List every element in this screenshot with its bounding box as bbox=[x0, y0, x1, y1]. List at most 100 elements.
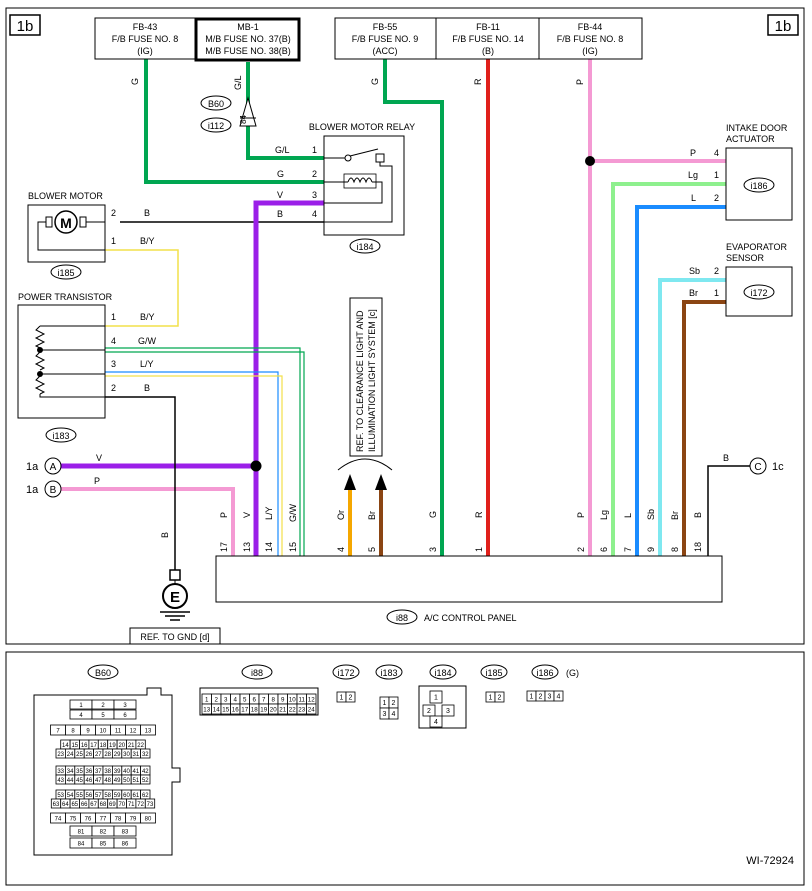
legend-ref-i185 bbox=[480, 664, 508, 680]
svg-text:7: 7 bbox=[623, 547, 633, 552]
i88-pin-14-label: 14 bbox=[213, 707, 220, 714]
i88-pin-17-label: 17 bbox=[241, 707, 248, 714]
svg-text:i186: i186 bbox=[750, 181, 767, 191]
b60-pin-27-label: 27 bbox=[95, 752, 102, 758]
svg-text:FB-43: FB-43 bbox=[133, 22, 158, 32]
connector-ref-i186 bbox=[743, 177, 775, 193]
i88-pin-24 bbox=[306, 703, 317, 715]
panel-wire-labels: P V L/Y G/W Or Br G R P Lg L Sb Br B bbox=[219, 503, 703, 522]
b60-pin-80-label: 80 bbox=[145, 817, 152, 823]
ref-clearance-2: ILLUMINATION LIGHT SYSTEM [c] bbox=[367, 309, 377, 452]
svg-text:1: 1 bbox=[312, 145, 317, 155]
b60-pin-20-label: 20 bbox=[118, 743, 125, 749]
b60-pin-3-label: 3 bbox=[123, 703, 127, 709]
svg-text:Lg: Lg bbox=[688, 170, 698, 180]
b60-pin-25-label: 25 bbox=[76, 752, 83, 758]
svg-text:8: 8 bbox=[670, 547, 680, 552]
b60-pin-6 bbox=[113, 709, 137, 720]
svg-text:1: 1 bbox=[714, 170, 719, 180]
b60-pin-12-label: 12 bbox=[130, 729, 137, 735]
b60-pin-49-label: 49 bbox=[114, 778, 121, 784]
svg-text:(IG): (IG) bbox=[137, 46, 153, 56]
wire-actuator-blue bbox=[635, 205, 726, 556]
section-tag-right: 1b bbox=[775, 18, 792, 35]
i88-pin-4-label: 4 bbox=[234, 697, 238, 704]
b60-pin-30-label: 30 bbox=[123, 752, 130, 758]
svg-text:B60: B60 bbox=[208, 99, 224, 109]
b60-pin-3 bbox=[113, 699, 137, 710]
i88-pin-21-label: 21 bbox=[279, 707, 286, 714]
resistor-3 bbox=[34, 375, 46, 395]
svg-text:V: V bbox=[96, 453, 102, 463]
b60-pin-52-label: 52 bbox=[142, 778, 149, 784]
svg-text:1: 1 bbox=[474, 547, 484, 552]
i186-pin-3-label: 3 bbox=[548, 694, 552, 701]
junction-purple bbox=[250, 460, 262, 472]
b60-pin-5-label: 5 bbox=[101, 713, 105, 719]
wire-pt-ly-b bbox=[105, 375, 283, 556]
svg-text:(ACC): (ACC) bbox=[373, 46, 398, 56]
svg-text:4: 4 bbox=[111, 336, 116, 346]
svg-text:1a: 1a bbox=[26, 484, 39, 496]
svg-text:Br: Br bbox=[367, 511, 377, 520]
svg-text:B: B bbox=[723, 453, 729, 463]
i88-pin-10-label: 10 bbox=[289, 697, 296, 704]
svg-text:2: 2 bbox=[312, 169, 317, 179]
b60-pin-75-label: 75 bbox=[70, 817, 77, 823]
wire-motor-pt-yellow bbox=[105, 249, 179, 327]
b60-pin-10-label: 10 bbox=[100, 729, 107, 735]
b60-pin-32 bbox=[140, 748, 151, 759]
b60-pin-57-label: 57 bbox=[95, 793, 102, 799]
b60-pin-36-label: 36 bbox=[86, 769, 93, 775]
b60-pin-67-label: 67 bbox=[90, 802, 97, 808]
svg-text:4: 4 bbox=[336, 547, 346, 552]
b60-pin-11-label: 11 bbox=[115, 729, 122, 735]
b60-pin-40-label: 40 bbox=[123, 769, 130, 775]
fuse-box-fb44: FB-44 F/B FUSE NO. 8 (IG) bbox=[538, 17, 643, 60]
arrow-or bbox=[344, 474, 356, 490]
i88-pin-3-label: 3 bbox=[224, 697, 228, 704]
connector-ref-i184 bbox=[349, 238, 381, 254]
svg-text:i183: i183 bbox=[380, 668, 397, 678]
i88-pin-15-label: 15 bbox=[222, 707, 229, 714]
wire-pt-ly-a bbox=[105, 371, 279, 556]
svg-text:5: 5 bbox=[367, 547, 377, 552]
legend-ref-i183 bbox=[375, 664, 403, 680]
b60-pin-84-label: 84 bbox=[78, 842, 85, 848]
i185-pin-2 bbox=[494, 691, 505, 703]
i185-pin-2-label: 2 bbox=[498, 695, 502, 702]
b60-pin-6-label: 6 bbox=[123, 713, 127, 719]
i88-pin-20-label: 20 bbox=[270, 707, 277, 714]
connector-ref-i172 bbox=[743, 284, 775, 300]
i88-pin-22-label: 22 bbox=[289, 707, 296, 714]
i186-pin-4 bbox=[553, 690, 564, 702]
relay-title: BLOWER MOTOR RELAY bbox=[309, 122, 415, 132]
legend-ref-b60 bbox=[87, 664, 119, 680]
connector-ref-i185 bbox=[50, 264, 82, 280]
b60-pin-78-label: 78 bbox=[115, 817, 122, 823]
wire-c-black bbox=[707, 465, 750, 556]
b60-pin-4-label: 4 bbox=[79, 713, 83, 719]
b60-pin-53-label: 53 bbox=[57, 793, 64, 799]
svg-text:6: 6 bbox=[599, 547, 609, 552]
svg-text:G: G bbox=[428, 511, 438, 518]
power-transistor-title: POWER TRANSISTOR bbox=[18, 292, 113, 302]
wire-pt-gw-a bbox=[105, 347, 301, 556]
b60-pin-14-label: 14 bbox=[62, 743, 69, 749]
svg-text:3: 3 bbox=[312, 190, 317, 200]
b60-pin-38-label: 38 bbox=[104, 769, 111, 775]
connector-ref-i88 bbox=[386, 609, 418, 625]
svg-text:2: 2 bbox=[111, 383, 116, 393]
diagram-frame bbox=[5, 7, 805, 645]
label-gl1: G/L bbox=[233, 75, 243, 90]
i184-pin-1-label: 1 bbox=[434, 695, 438, 702]
actuator-title-2: ACTUATOR bbox=[726, 134, 775, 144]
wire-mb1-green bbox=[246, 62, 324, 160]
svg-text:(IG): (IG) bbox=[582, 46, 598, 56]
svg-text:Sb: Sb bbox=[646, 509, 656, 520]
svg-text:L/Y: L/Y bbox=[140, 359, 154, 369]
b60-pin-69-label: 69 bbox=[109, 802, 116, 808]
actuator-title-1: INTAKE DOOR bbox=[726, 123, 788, 133]
svg-text:15: 15 bbox=[288, 542, 298, 552]
